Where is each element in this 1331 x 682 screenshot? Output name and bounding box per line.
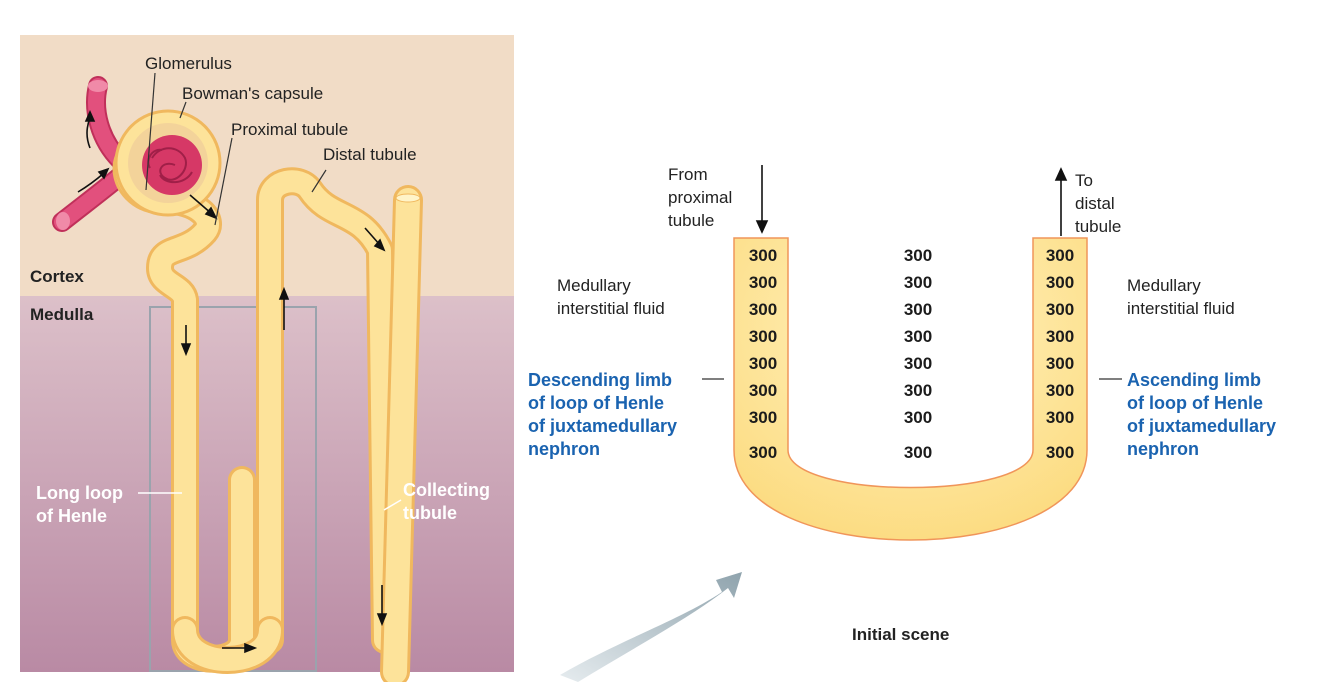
fluid-right-label-2: interstitial fluid (1127, 299, 1235, 318)
ascending-label-3: of juxtamedullary (1127, 416, 1276, 436)
ascending-value: 300 (1046, 273, 1074, 292)
ascending-value: 300 (1046, 443, 1074, 462)
long-loop-label-2: of Henle (36, 506, 107, 526)
glomerulus (142, 135, 202, 195)
ascending-values: 300 300 300 300 300 300 300 300 (1046, 246, 1074, 462)
descending-label-2: of loop of Henle (528, 393, 664, 413)
descending-label-3: of juxtamedullary (528, 416, 677, 436)
descending-value: 300 (749, 246, 777, 265)
fluid-left-label-1: Medullary (557, 276, 631, 295)
proximal-tubule-label: Proximal tubule (231, 120, 348, 139)
ascending-label-1: Ascending limb (1127, 370, 1261, 390)
fluid-right-label-1: Medullary (1127, 276, 1201, 295)
interstitial-value: 300 (904, 443, 932, 462)
descending-value: 300 (749, 300, 777, 319)
caption: Initial scene (852, 625, 949, 644)
descending-value: 300 (749, 354, 777, 373)
descending-value: 300 (749, 443, 777, 462)
right-panel: From proximal tubule To distal tubule Me… (528, 165, 1276, 644)
to-label-2: distal (1075, 194, 1115, 213)
descending-label-4: nephron (528, 439, 600, 459)
ascending-value: 300 (1046, 300, 1074, 319)
ascending-value: 300 (1046, 354, 1074, 373)
loop-of-henle-u (733, 237, 1088, 541)
left-panel: Glomerulus Bowman's capsule Proximal tub… (20, 35, 514, 682)
from-arrow (755, 165, 769, 234)
descending-value: 300 (749, 327, 777, 346)
from-label-2: proximal (668, 188, 732, 207)
zoom-arrow (560, 572, 742, 682)
interstitial-value: 300 (904, 327, 932, 346)
glomerulus-label: Glomerulus (145, 54, 232, 73)
interstitial-value: 300 (904, 246, 932, 265)
from-label-3: tubule (668, 211, 714, 230)
fluid-left-label-2: interstitial fluid (557, 299, 665, 318)
collecting-tubule-label-1: Collecting (403, 480, 490, 500)
leader-lines (138, 72, 402, 511)
interstitial-value: 300 (904, 381, 932, 400)
descending-value: 300 (749, 381, 777, 400)
ascending-value: 300 (1046, 327, 1074, 346)
ascending-label-2: of loop of Henle (1127, 393, 1263, 413)
descending-label-1: Descending limb (528, 370, 672, 390)
distal-tubule-label: Distal tubule (323, 145, 417, 164)
descending-value: 300 (749, 273, 777, 292)
descending-value: 300 (749, 408, 777, 427)
to-label-1: To (1075, 171, 1093, 190)
interstitial-value: 300 (904, 408, 932, 427)
ascending-value: 300 (1046, 246, 1074, 265)
interstitial-value: 300 (904, 273, 932, 292)
interstitial-value: 300 (904, 300, 932, 319)
long-loop-label-1: Long loop (36, 483, 123, 503)
interstitial-value: 300 (904, 354, 932, 373)
cortex-label: Cortex (30, 267, 84, 286)
ascending-value: 300 (1046, 381, 1074, 400)
interstitial-values: 300 300 300 300 300 300 300 300 (904, 246, 932, 462)
from-label-1: From (668, 165, 708, 184)
ascending-value: 300 (1046, 408, 1074, 427)
ascending-label-4: nephron (1127, 439, 1199, 459)
collecting-tubule-label-2: tubule (403, 503, 457, 523)
bowmans-capsule-label: Bowman's capsule (182, 84, 323, 103)
medulla-label: Medulla (30, 305, 94, 324)
descending-values: 300 300 300 300 300 300 300 300 (749, 246, 777, 462)
to-label-3: tubule (1075, 217, 1121, 236)
flow-arrows (77, 110, 388, 654)
to-arrow (1054, 167, 1068, 236)
